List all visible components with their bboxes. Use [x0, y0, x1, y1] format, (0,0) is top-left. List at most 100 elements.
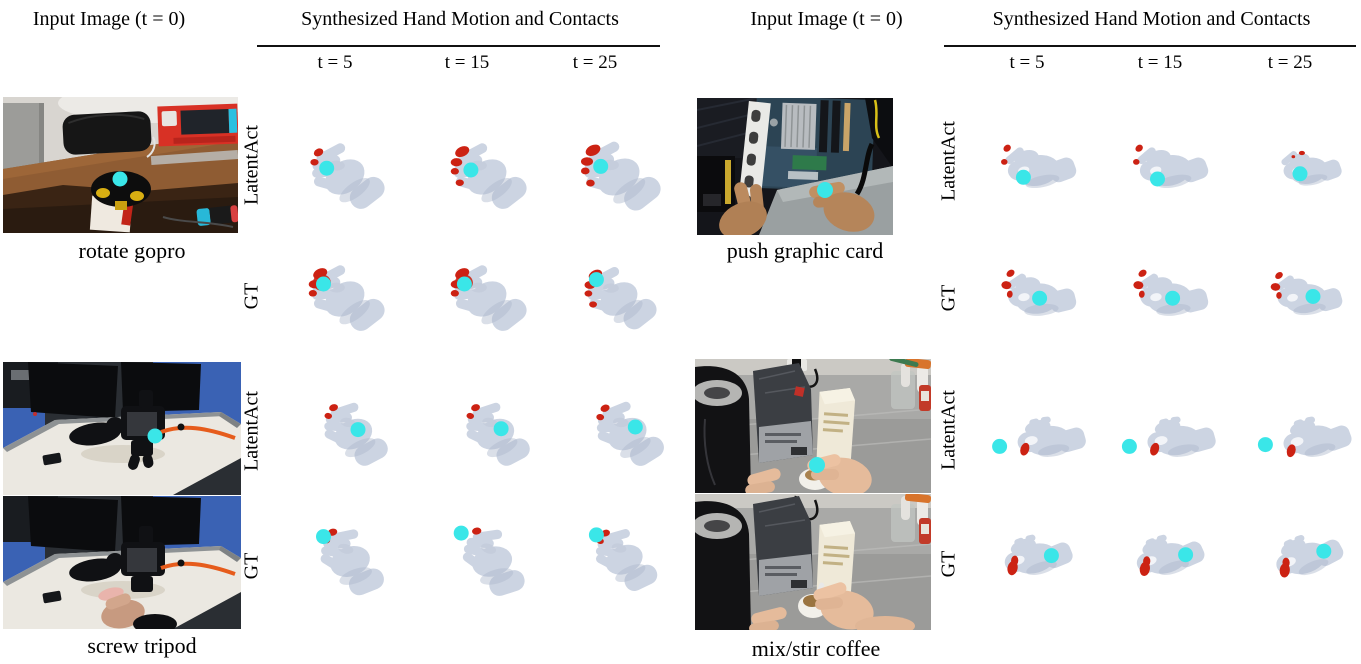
contact-point-marker [112, 171, 128, 187]
contact-point-marker [1305, 289, 1321, 304]
hand-render [1136, 534, 1205, 576]
synthesized-header: Synthesized Hand Motion and Contacts [301, 8, 619, 30]
hand-render [1133, 269, 1209, 316]
hand-render [1270, 272, 1343, 316]
hand-render [1276, 535, 1344, 578]
hand-render-cell [1110, 516, 1218, 604]
hand-render [584, 266, 657, 330]
time-label: t = 5 [317, 52, 353, 73]
contact-point-marker [627, 419, 643, 435]
contact-point-marker [453, 525, 469, 541]
header-underline [944, 45, 1356, 47]
contact-point-marker [1015, 169, 1031, 185]
hand-render-cell [432, 255, 540, 343]
contact-point-marker [316, 276, 331, 292]
contact-point-marker [319, 160, 335, 176]
row-label-gt: GT [240, 282, 263, 310]
hand-render [466, 402, 530, 466]
hand-render [1001, 144, 1077, 189]
row-label-gt: GT [240, 552, 263, 580]
contact-point-marker [992, 438, 1008, 454]
input-photo-screw-tripod-a [3, 362, 241, 495]
contact-point-marker [1257, 437, 1273, 453]
contact-point-marker [1165, 290, 1181, 306]
hand-render [596, 401, 664, 466]
hand-render [580, 141, 661, 211]
contact-point-marker [1121, 438, 1137, 454]
hand-render [453, 525, 525, 596]
contact-point-marker [1043, 548, 1059, 564]
time-label: t = 15 [444, 52, 490, 73]
contact-point-marker [493, 421, 509, 437]
row-label-gt: GT [937, 284, 960, 312]
contact-point-marker [809, 457, 825, 473]
hand-render [308, 265, 385, 331]
example-caption: rotate gopro [78, 238, 186, 263]
hand-render-cell [1246, 516, 1354, 604]
contact-point-marker [463, 162, 479, 178]
hand-render-cell [1246, 128, 1354, 216]
input-image-header: Input Image (t = 0) [750, 8, 903, 30]
hand-render-cell [564, 512, 672, 600]
hand-render [450, 265, 527, 331]
hand-render-cell [1246, 398, 1354, 486]
contact-point-marker [817, 182, 833, 198]
coffee-scene-with-hand [695, 494, 931, 630]
hand-render-cell [432, 133, 540, 221]
row-label-latentact: LatentAct [240, 391, 263, 471]
contact-point-marker [147, 428, 163, 444]
time-label: t = 25 [1267, 52, 1313, 73]
hand-render-cell [290, 133, 398, 221]
contact-point-marker [593, 158, 609, 174]
contact-point-marker [350, 422, 366, 438]
motherboard-scene [697, 98, 893, 235]
input-image-header: Input Image (t = 0) [32, 8, 186, 30]
hand-render [450, 143, 527, 209]
header-underline [257, 45, 660, 47]
hand-render [992, 416, 1086, 457]
desk-gopro-scene [3, 97, 238, 233]
hand-render-cell [564, 133, 672, 221]
contact-point-marker [1178, 547, 1194, 563]
contact-point-marker [588, 527, 604, 543]
time-label: t = 5 [1009, 52, 1045, 73]
hand-render-cell [1246, 256, 1354, 344]
contact-point-marker [588, 272, 604, 288]
contact-point-marker [1292, 166, 1308, 182]
row-label-gt: GT [937, 550, 960, 578]
hand-render-cell [290, 390, 398, 478]
row-label-latentact: LatentAct [937, 390, 960, 470]
hand-render-cell [978, 516, 1086, 604]
hand-render-cell [432, 390, 540, 478]
hand-render-cell [290, 512, 398, 600]
hand-render-cell [290, 255, 398, 343]
hand-render [588, 527, 658, 592]
hand-render [310, 143, 385, 209]
contact-point-marker [316, 529, 331, 545]
time-label: t = 25 [572, 52, 618, 73]
hand-render [316, 528, 384, 596]
hand-render-cell [978, 128, 1086, 216]
example-caption: mix/stir coffee [751, 636, 881, 661]
row-label-latentact: LatentAct [937, 121, 960, 201]
hand-render-cell [564, 390, 672, 478]
input-photo-mix-coffee-b [695, 494, 931, 630]
tripod-scene-with-target [3, 362, 241, 495]
hand-render-cell [432, 512, 540, 600]
hand-render [1133, 144, 1209, 189]
hand-render-cell [978, 256, 1086, 344]
row-label-latentact: LatentAct [240, 125, 263, 205]
hand-render [1257, 416, 1352, 458]
hand-render-cell [1110, 128, 1218, 216]
input-photo-push-graphic-card [697, 98, 893, 235]
hand-render [1004, 534, 1073, 576]
example-caption: screw tripod [87, 633, 197, 658]
hand-render [1281, 150, 1342, 186]
contact-point-marker [1150, 171, 1165, 187]
hand-render [1001, 269, 1077, 316]
coffee-scene-with-target [695, 359, 931, 493]
example-caption: push graphic card [726, 238, 884, 263]
tripod-scene-with-hand [3, 496, 241, 629]
contact-point-marker [456, 276, 472, 292]
